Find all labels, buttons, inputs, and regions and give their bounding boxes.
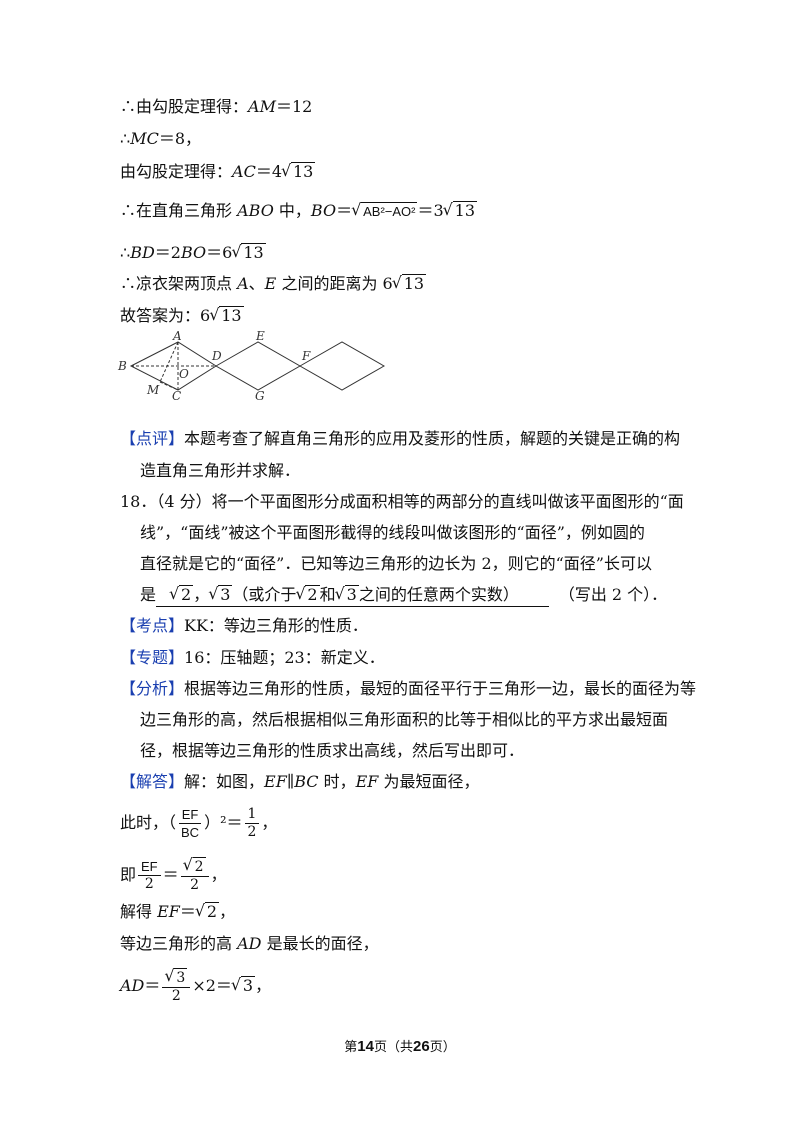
solution-line-3: 由勾股定理得：AC＝413 (120, 160, 316, 183)
sqrt-2: 2 (295, 583, 320, 606)
comment-tag: 【点评】 (120, 429, 185, 448)
label-m: M (146, 383, 160, 397)
sqrt-13: 13 (281, 160, 316, 183)
fenxi-line-3: 径，根据等边三角形的性质求出高线，然后写出即可． (140, 741, 525, 760)
solution-line-2: ∴MC＝8， (120, 129, 201, 148)
sqrt-2: 2 (169, 583, 194, 606)
page-total: 26 (413, 1038, 430, 1055)
fraction-sqrt3-2: 32 (162, 967, 191, 1005)
q18-line-1: 18．（4 分）将一个平面图形分成面积相等的两部分的直线叫做该平面图形的“面 (120, 492, 684, 511)
sqrt-3: 3 (164, 967, 188, 987)
page-footer: 第14页（共26页） (344, 1038, 456, 1055)
segment-am (159, 341, 179, 383)
rhombus-figure: A E F B D O M C G (117, 330, 386, 403)
label-f: F (301, 349, 311, 363)
comment-line-2: 造直角三角形并求解． (140, 461, 301, 480)
jieda-line-1: 【解答】解：如图，EF∥BC 时，EF 为最短面径， (120, 772, 480, 791)
sqrt-3: 3 (208, 583, 233, 606)
jieda-line-6: AD＝32×2＝3， (120, 967, 271, 1005)
label-e: E (255, 330, 265, 343)
fenxi-tag: 【分析】 (120, 679, 185, 698)
q18-line-2: 线”，“面线”被这个平面图形截得的线段叫做该图形的“面径”，例如圆的 (140, 523, 645, 542)
sqrt-13: 13 (231, 241, 266, 264)
sqrt-2: 2 (195, 900, 220, 923)
page-number: 14 (357, 1038, 374, 1055)
zhuanti-tag: 【专题】 (120, 648, 185, 667)
sqrt-13: 13 (392, 272, 427, 295)
fraction-sqrt2-2: 22 (180, 856, 209, 894)
label-b: B (117, 359, 127, 373)
label-d: D (211, 349, 222, 363)
rhombus-3 (298, 341, 386, 391)
solution-line-5: ∴BD＝2BO＝613 (120, 241, 266, 264)
sqrt-2: 2 (183, 856, 206, 876)
sqrt-13: 13 (209, 304, 244, 327)
kaodian-line: 【考点】KK：等边三角形的性质． (120, 616, 368, 635)
solution-line-1: ∴由勾股定理得：AM＝12 (120, 97, 313, 116)
solution-line-6: ∴凉衣架两顶点 A、E 之间的距离为 613 (120, 272, 427, 295)
sqrt-3: 3 (335, 583, 359, 606)
q18-line-3: 直径就是它的“面径”．已知等边三角形的边长为 2，则它的“面径”长可以 (140, 554, 652, 573)
solution-line-7: 故答案为：613 (120, 304, 244, 327)
comment-line-1: 【点评】本题考查了解直角三角形的应用及菱形的性质，解题的关键是正确的构 (120, 429, 681, 448)
label-o: O (179, 367, 189, 381)
sqrt-13: 13 (443, 199, 478, 222)
answer-blank: 2，3（或介于2和3之间的任意两个实数） (156, 583, 549, 607)
zhuanti-line: 【专题】16：压轴题；23：新定义． (120, 648, 385, 667)
sqrt-ab-ao: AB²−AO² (351, 199, 418, 222)
jieda-line-5: 等边三角形的高 AD 是最长的面径， (120, 934, 379, 953)
rhombus-2 (214, 341, 302, 391)
label-a: A (172, 330, 182, 343)
label-c: C (172, 389, 181, 403)
jieda-line-4: 解得 EF＝2， (120, 900, 235, 923)
q18-line-4: 是2，3（或介于2和3之间的任意两个实数）（写出 2 个）． (140, 583, 667, 607)
kaodian-tag: 【考点】 (120, 616, 185, 635)
solution-line-4: ∴在直角三角形 ABO 中，BO＝AB²−AO²＝313 (120, 199, 478, 222)
sqrt-3: 3 (231, 974, 256, 997)
label-g: G (255, 389, 265, 403)
segment-mc (159, 381, 179, 391)
fenxi-line-2: 边三角形的高，然后根据相似三角形面积的比等于相似比的平方求出最短面 (140, 710, 669, 729)
jieda-tag: 【解答】 (120, 772, 185, 791)
fenxi-line-1: 【分析】根据等边三角形的性质，最短的面径平行于三角形一边，最长的面径为等 (120, 679, 697, 698)
